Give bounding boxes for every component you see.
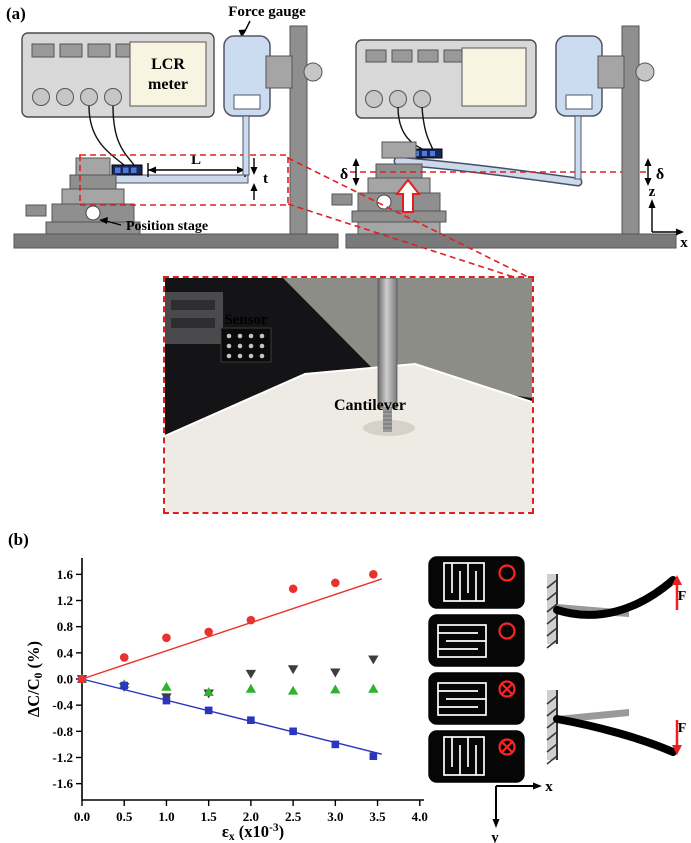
legend-item [428,614,525,667]
y-tick-label: 1.2 [57,593,73,608]
y-tick-label: -1.2 [52,750,73,765]
force-probe-rod [377,278,398,432]
y-axis-label: ΔC/C0 (%) [24,641,45,717]
sensor-legend-icon [428,556,525,609]
sensor-legend-icon [428,614,525,667]
y-tick-label: 0.0 [57,672,73,687]
lcr-meter-label-2: meter [148,76,188,93]
legend-item [428,730,525,783]
x-tick-label: 0.5 [116,809,133,824]
x-axis-label: x [680,235,688,251]
mini-y-label: y [491,830,499,843]
panel-a-label: (a) [6,4,26,23]
deflection-left: δ [340,158,360,186]
force-gauge-right [555,35,603,180]
sensor-wire [421,106,434,151]
x-tick-label: 3.0 [327,809,343,824]
electrode-pattern-horizontal [437,682,487,716]
y-tick-label: 1.6 [57,567,74,582]
legend-item [428,556,525,609]
chart-plot-area: 0.0 0.5 1.0 1.5 2.0 2.5 3.0 3.5 4.0 -1.6 -1.2 -0.8 -… [52,558,428,824]
x-tick-label: 4.0 [412,809,428,824]
y-tick-label: -0.4 [52,698,73,713]
deflected-beam-up [553,576,677,619]
series-black-triangles [76,655,379,703]
deflected-beam-down [553,715,677,756]
force-gauge-left: Force gauge [223,4,306,176]
circle-cross-icon [498,680,516,698]
panel-b-label: (b) [8,530,29,549]
force-arrow-down: F [672,720,686,755]
gauge-stand-left [265,25,323,235]
x-tick-label: 1.0 [158,809,174,824]
series-blue-squares [78,675,378,760]
fit-line-red-circles [81,578,382,680]
lcr-meter-right [355,39,537,119]
sensor-chip-photo [220,327,272,363]
photo-sensor-label: Sensor [224,312,268,328]
mini-x-label: x [545,779,553,795]
position-stage-left [25,157,141,235]
thickness-dimension: t [250,158,268,200]
sensor-wire [112,105,135,166]
legend-item [428,672,525,725]
photo-inset: Sensor Cantilever [163,276,534,514]
open-circle-icon [498,622,516,640]
electrode-pattern-vertical [443,736,485,776]
sensor-photo: Sensor Cantilever [165,278,532,512]
sensor-legend-icon [428,672,525,725]
photo-cantilever-label: Cantilever [334,397,406,414]
position-stage-callout: Position stage [99,217,208,234]
series-red-circles [77,570,378,684]
lcr-meter-left: LCR meter [21,32,215,118]
open-circle-icon [498,564,516,582]
x-tick-label: 0.0 [74,809,90,824]
y-tick-label: -1.6 [52,776,73,791]
x-tick-label: 2.0 [243,809,259,824]
background-wall [283,278,532,398]
y-tick-label: 0.8 [57,619,74,634]
chart-axes [81,558,424,801]
capacitive-sensor-left [111,164,143,176]
force-label: F [678,589,687,604]
gauge-stand-right [597,25,655,235]
sensor-orientation-axes: x y [491,779,553,843]
y-tick-label: -0.8 [52,724,73,739]
experimental-setup-schematic: LCR meter [13,4,688,251]
force-label: F [678,721,687,736]
strain-capacitance-chart: 0.0 0.5 1.0 1.5 2.0 2.5 3.0 3.5 4.0 -1.6 -1.2 -0.8 -… [24,558,428,840]
thickness-label: t [263,171,268,187]
sensor-legend [428,556,525,788]
cantilever-left [95,174,249,184]
cantilever-beam-photo [165,364,532,512]
coordinate-axes: z x [648,184,688,251]
position-stage-label: Position stage [126,219,208,234]
beam-diagram-force-up: F [546,574,686,649]
delta-right-label: δ [656,166,664,183]
circle-cross-icon [498,738,516,756]
delta-left-label: δ [340,166,348,183]
force-arrow-up: F [672,575,686,610]
sensor-wire [88,105,125,166]
z-axis-label: z [649,184,656,200]
x-tick-label: 1.5 [201,809,218,824]
y-tick-label: 0.4 [57,645,74,660]
x-tick-label: 2.5 [285,809,302,824]
sensor-legend-icon [428,730,525,783]
deflection-right: δ [644,158,664,186]
lcr-meter-label-1: LCR [151,56,185,73]
base-plate-right [345,233,677,249]
electrode-pattern-horizontal [437,624,487,658]
x-axis-label: εx (x10-3) [222,822,284,840]
x-tick-label: 3.5 [369,809,386,824]
electrode-pattern-vertical [443,562,485,602]
wall-hatching [546,579,558,649]
force-gauge-label: Force gauge [228,4,306,20]
base-plate-left [13,233,339,249]
length-label: L [191,152,201,168]
beam-diagram-force-down: F [546,690,686,765]
